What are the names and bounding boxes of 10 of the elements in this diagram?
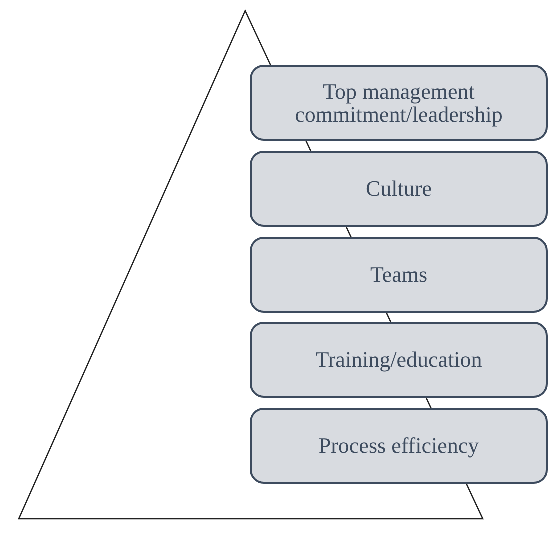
level-label: Training/education (316, 348, 482, 372)
level-box (250, 65, 548, 141)
level-box (250, 237, 548, 313)
level-label: Top management commitment/leadership (294, 80, 504, 126)
level-label: Process efficiency (318, 434, 480, 458)
level-label: Culture (366, 177, 432, 201)
level-box (250, 151, 548, 227)
level-box (250, 408, 548, 484)
level-label: Teams (370, 263, 428, 287)
level-box (250, 322, 548, 398)
